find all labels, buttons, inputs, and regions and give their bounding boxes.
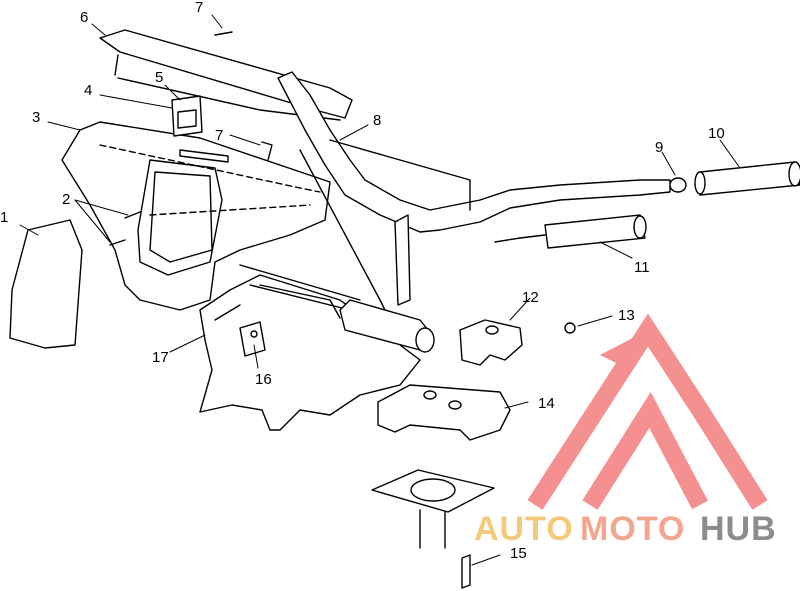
watermark-text: AUTO MOTO HUB bbox=[474, 510, 777, 548]
callout-10: 10 bbox=[708, 125, 725, 142]
callout-2: 2 bbox=[62, 191, 70, 208]
upper-clamp-part bbox=[459, 319, 523, 366]
callout-9: 9 bbox=[655, 139, 663, 156]
watermark-hub: HUB bbox=[700, 510, 777, 548]
callout-15: 15 bbox=[510, 545, 527, 562]
callout-8: 8 bbox=[373, 112, 381, 129]
lower-fairing-part bbox=[199, 264, 421, 431]
lens-part bbox=[9, 219, 83, 349]
callout-5: 5 bbox=[155, 69, 163, 86]
nut-part bbox=[564, 322, 576, 334]
leader-lines bbox=[19, 14, 741, 566]
callout-3: 3 bbox=[32, 109, 40, 126]
callout-7a: 7 bbox=[195, 0, 203, 16]
watermark-auto: AUTO bbox=[474, 510, 574, 548]
callout-13: 13 bbox=[618, 307, 635, 324]
callout-17: 17 bbox=[152, 349, 169, 366]
watermark-logo bbox=[527, 313, 768, 510]
callout-16: 16 bbox=[255, 371, 272, 388]
bracket-part bbox=[239, 321, 266, 357]
bolt-part bbox=[461, 554, 471, 589]
callout-7b: 7 bbox=[215, 127, 223, 144]
callout-6: 6 bbox=[80, 9, 88, 26]
handlebar-part bbox=[277, 71, 671, 353]
callout-labels: 1 2 3 4 5 6 7 7 8 9 10 11 12 13 14 15 16… bbox=[0, 0, 725, 562]
callout-11: 11 bbox=[634, 259, 650, 276]
end-cap-part bbox=[669, 177, 687, 193]
steering-plate-part bbox=[371, 469, 495, 549]
callout-1: 1 bbox=[0, 209, 8, 226]
callout-12: 12 bbox=[522, 289, 539, 306]
grip-part bbox=[694, 161, 800, 196]
headlight-pod-part bbox=[61, 121, 331, 311]
watermark-moto: MOTO bbox=[580, 510, 685, 548]
callout-14: 14 bbox=[538, 395, 555, 412]
switch-part bbox=[171, 95, 203, 137]
heated-grip-part bbox=[494, 214, 647, 249]
callout-4: 4 bbox=[84, 82, 92, 99]
lower-clamp-part bbox=[377, 384, 511, 441]
fasteners-part bbox=[109, 31, 273, 246]
